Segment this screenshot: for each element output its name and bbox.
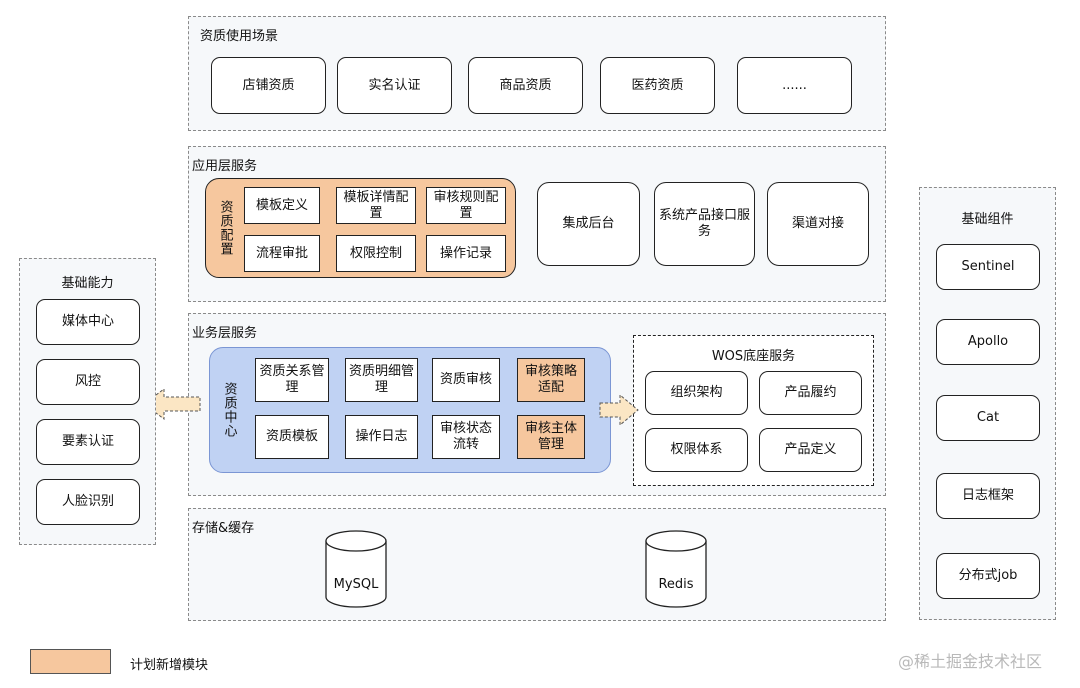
arrow-right-icon	[599, 393, 639, 427]
qualification-config-label: 资质配置	[210, 180, 240, 276]
usage-item-goods: 商品资质	[468, 57, 583, 114]
qualification-config-label-text: 资质配置	[217, 200, 233, 256]
wos-item-product-define: 产品定义	[759, 428, 862, 472]
wos-item-fulfillment: 产品履约	[759, 371, 862, 415]
qualification-center-label-text: 资质中心	[221, 382, 237, 438]
usage-item-store: 店铺资质	[211, 57, 326, 114]
config-item-audit-rule: 审核规则配置	[426, 187, 506, 224]
legend-label: 计划新增模块	[130, 658, 209, 673]
center-item-operation-log: 操作日志	[345, 415, 418, 459]
component-item-apollo: Apollo	[936, 319, 1040, 365]
basic-components-title: 基础组件	[961, 212, 1014, 227]
ability-item-media: 媒体中心	[36, 299, 140, 345]
app-item-system-api: 系统产品接口服务	[654, 182, 755, 266]
redis-label: Redis	[658, 577, 694, 592]
config-item-flow-approval: 流程审批	[244, 235, 320, 272]
app-item-admin-console: 集成后台	[537, 182, 640, 266]
config-item-template-detail: 模板详情配置	[336, 187, 416, 224]
watermark: @稀土掘金技术社区	[898, 652, 1043, 671]
mysql-label: MySQL	[333, 577, 379, 592]
center-item-audit-status: 审核状态流转	[432, 415, 500, 459]
usage-item-more: ......	[737, 57, 852, 114]
basic-ability-title: 基础能力	[61, 276, 114, 291]
config-item-template-define: 模板定义	[244, 187, 320, 224]
component-item-cat: Cat	[936, 395, 1040, 441]
config-item-operation-log: 操作记录	[426, 235, 506, 272]
database-icon	[325, 530, 387, 608]
center-item-detail: 资质明细管理	[345, 358, 418, 402]
qualification-center-label: 资质中心	[214, 350, 244, 470]
legend-swatch	[30, 649, 111, 674]
mysql-db: MySQL	[325, 530, 387, 608]
storage-title: 存储&缓存	[192, 521, 255, 536]
usage-item-realname: 实名认证	[337, 57, 452, 114]
app-item-channel: 渠道对接	[767, 182, 869, 266]
database-icon	[645, 530, 707, 608]
component-item-distributed-job: 分布式job	[936, 553, 1040, 599]
component-item-log-framework: 日志框架	[936, 473, 1040, 519]
storage-panel: 存储&缓存	[188, 508, 886, 621]
wos-item-permission: 权限体系	[645, 428, 748, 472]
center-item-audit-strategy: 审核策略适配	[517, 358, 585, 402]
wos-title: WOS底座服务	[711, 349, 796, 364]
component-item-sentinel: Sentinel	[936, 244, 1040, 290]
arrow-left-icon	[143, 388, 201, 420]
center-item-template: 资质模板	[255, 415, 329, 459]
usage-item-medicine: 医药资质	[600, 57, 715, 114]
usage-scenario-title: 资质使用场景	[200, 29, 279, 44]
center-item-audit-subject: 审核主体管理	[517, 415, 585, 459]
config-item-permission: 权限控制	[336, 235, 416, 272]
ability-item-element-auth: 要素认证	[36, 419, 140, 465]
redis-db: Redis	[645, 530, 707, 608]
ability-item-face: 人脸识别	[36, 479, 140, 525]
wos-item-organization: 组织架构	[645, 371, 748, 415]
business-layer-title: 业务层服务	[192, 326, 258, 341]
center-item-audit: 资质审核	[432, 358, 500, 402]
app-layer-title: 应用层服务	[192, 159, 258, 174]
center-item-relation: 资质关系管理	[255, 358, 329, 402]
ability-item-risk: 风控	[36, 359, 140, 405]
